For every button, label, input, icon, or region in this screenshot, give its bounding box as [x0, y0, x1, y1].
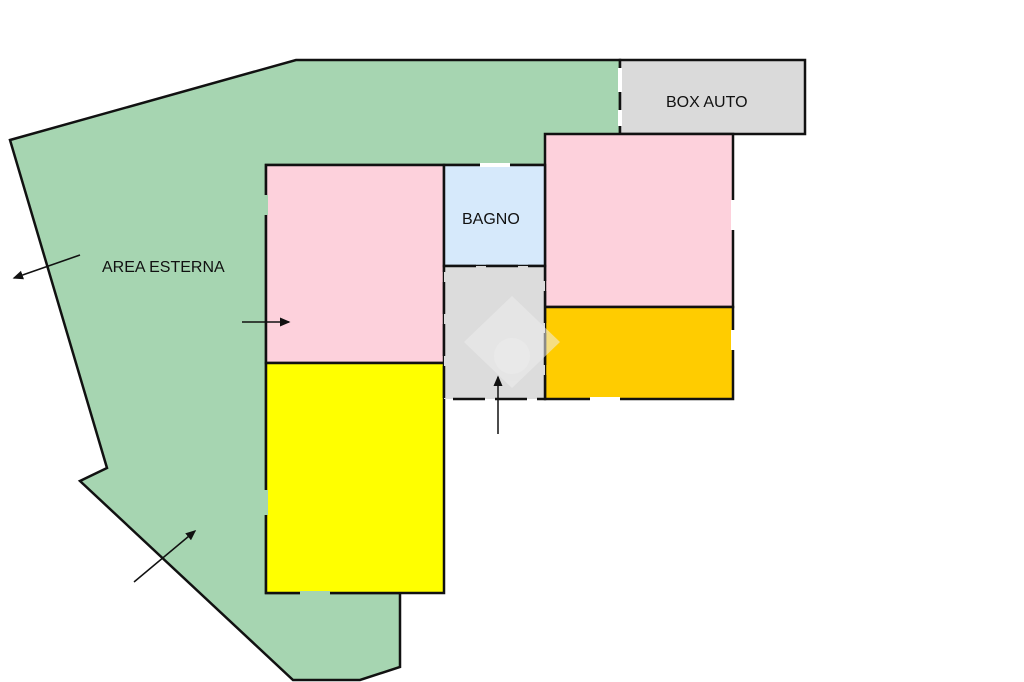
door-openings: [264, 68, 735, 595]
garage-room: [618, 58, 807, 136]
pink-room-left: [264, 163, 446, 365]
watermark-logo-icon: [464, 296, 560, 388]
orange-room: [543, 305, 735, 401]
label-box-auto: BOX AUTO: [666, 94, 748, 111]
pink-room-right: [543, 132, 735, 309]
label-area-esterna: AREA ESTERNA: [102, 259, 225, 276]
label-bagno: BAGNO: [462, 211, 520, 228]
arrow-icon: [12, 254, 81, 280]
arrow-icon: [133, 530, 197, 583]
yellow-room: [264, 361, 446, 595]
